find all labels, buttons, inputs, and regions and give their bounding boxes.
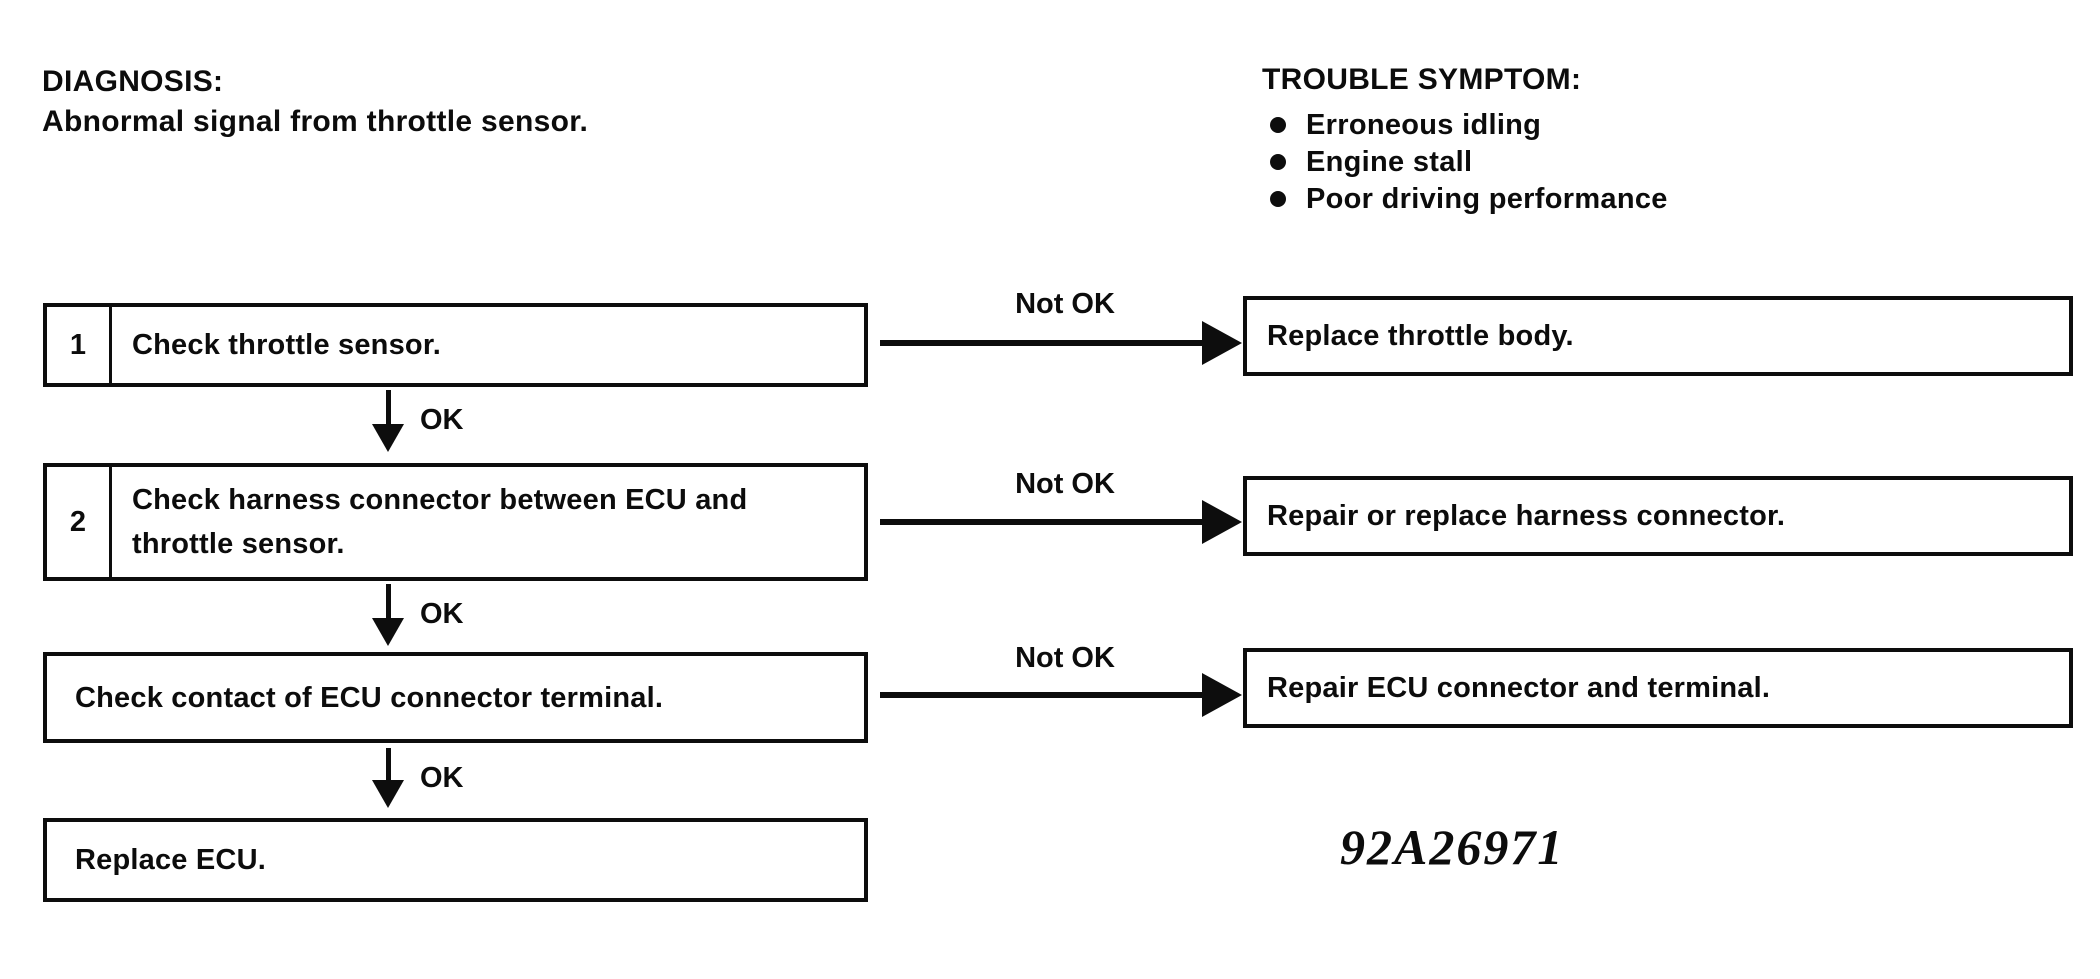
down-arrow-head-icon xyxy=(372,424,404,452)
ok-label-3: OK xyxy=(420,762,464,794)
arrow-line xyxy=(386,584,391,620)
down-arrow-head-icon xyxy=(372,618,404,646)
arrow-line xyxy=(880,519,1204,525)
bullet-icon xyxy=(1270,153,1286,170)
ok-connector-2: OK xyxy=(372,584,464,646)
figure-code: 92A26971 xyxy=(1340,819,1565,875)
not-ok-arrow-2 xyxy=(880,500,1242,544)
trouble-symptom-item: Poor driving performance xyxy=(1262,180,1668,217)
trouble-symptom-list: Erroneous idling Engine stall Poor drivi… xyxy=(1262,106,1668,217)
step-text-4: Replace ECU. xyxy=(75,844,266,876)
step-text-2: Check harness connector between ECU and … xyxy=(132,484,748,560)
result-box-1: Replace throttle body. xyxy=(1243,296,2073,376)
arrow-line xyxy=(880,692,1204,698)
diagnosis-label: DIAGNOSIS: xyxy=(42,65,224,98)
ok-connector-1: OK xyxy=(372,390,464,452)
ok-connector-3: OK xyxy=(372,748,464,808)
step-box-1: 1 Check throttle sensor. xyxy=(43,303,868,387)
arrow-head-icon xyxy=(1202,500,1242,544)
trouble-symptom-label: TROUBLE SYMPTOM: xyxy=(1262,63,1582,96)
ok-label-1: OK xyxy=(420,404,464,436)
step-number-1: 1 xyxy=(47,307,112,383)
step-number-2: 2 xyxy=(47,467,112,577)
not-ok-arrow-1 xyxy=(880,321,1242,365)
result-box-2: Repair or replace harness connector. xyxy=(1243,476,2073,556)
not-ok-label-3: Not OK xyxy=(1015,642,1115,674)
bullet-icon xyxy=(1270,116,1286,133)
diagnosis-block: DIAGNOSIS: Abnormal signal from throttle… xyxy=(42,62,588,142)
step-box-2: 2 Check harness connector between ECU an… xyxy=(43,463,868,581)
result-text-2: Repair or replace harness connector. xyxy=(1267,500,1786,532)
trouble-symptom-item-label: Engine stall xyxy=(1306,145,1473,178)
trouble-symptom-item: Engine stall xyxy=(1262,143,1668,180)
step-text-3: Check contact of ECU connector terminal. xyxy=(75,681,664,714)
not-ok-label-1: Not OK xyxy=(1015,288,1115,320)
step-box-3: Check contact of ECU connector terminal. xyxy=(43,652,868,743)
arrow-line xyxy=(880,340,1204,346)
trouble-symptom-item: Erroneous idling xyxy=(1262,106,1668,143)
result-text-1: Replace throttle body. xyxy=(1267,320,1574,352)
ok-label-2: OK xyxy=(420,598,464,630)
bullet-icon xyxy=(1270,190,1286,207)
arrow-head-icon xyxy=(1202,673,1242,717)
trouble-symptom-item-label: Erroneous idling xyxy=(1306,108,1542,141)
arrow-head-icon xyxy=(1202,321,1242,365)
not-ok-arrow-3 xyxy=(880,673,1242,717)
step-box-4: Replace ECU. xyxy=(43,818,868,902)
trouble-symptom-block: TROUBLE SYMPTOM: Erroneous idling Engine… xyxy=(1262,60,1668,217)
arrow-line xyxy=(386,748,391,782)
trouble-symptom-item-label: Poor driving performance xyxy=(1306,182,1668,215)
arrow-line xyxy=(386,390,391,426)
down-arrow-head-icon xyxy=(372,780,404,808)
not-ok-label-2: Not OK xyxy=(1015,468,1115,500)
result-box-3: Repair ECU connector and terminal. xyxy=(1243,648,2073,728)
step-text-1: Check throttle sensor. xyxy=(132,329,441,361)
diagnosis-text: Abnormal signal from throttle sensor. xyxy=(42,105,589,138)
result-text-3: Repair ECU connector and terminal. xyxy=(1267,672,1771,704)
